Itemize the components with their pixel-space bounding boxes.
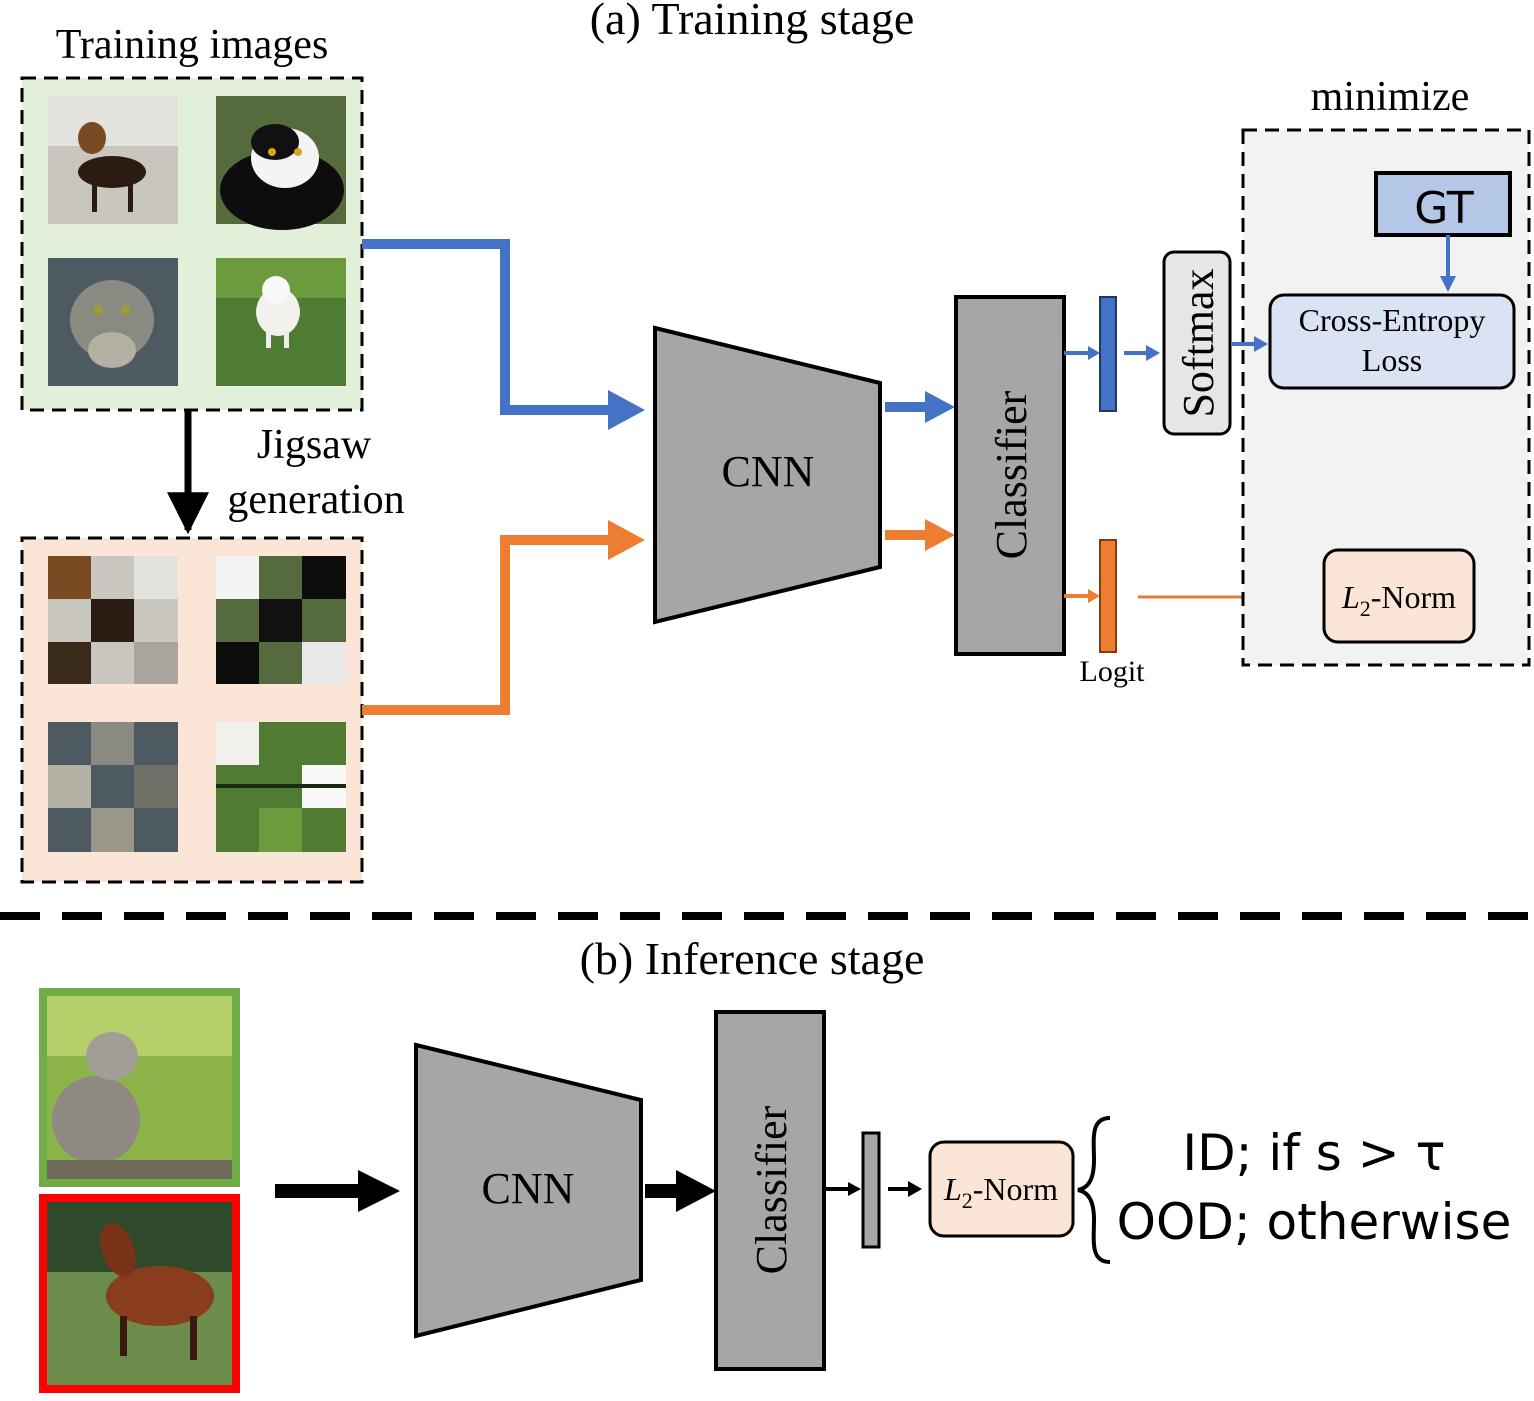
training-cnn-block — [653, 325, 882, 625]
decision-ood-line: OOD; otherwise — [1117, 1193, 1512, 1251]
inference-classifier-label: Classifier — [747, 1105, 796, 1274]
inference-stage-title: (b) Inference stage — [580, 933, 925, 984]
blue-classifier-out-head — [1088, 346, 1100, 360]
training-images-label: Training images — [56, 22, 329, 68]
inference-classifier-out-head — [848, 1182, 861, 1196]
training-cnn-label: CNN — [722, 447, 815, 496]
orange-input-path — [362, 535, 612, 715]
inference-logit-to-norm-head — [908, 1181, 922, 1197]
jigsaw-white-dog-icon — [216, 722, 346, 852]
logit-label: Logit — [1080, 655, 1146, 688]
gt-box — [1374, 171, 1512, 237]
training-classifier-block — [954, 295, 1066, 656]
jigsaw-cat-icon — [216, 556, 346, 684]
jigsaw-tabby-icon — [48, 722, 178, 852]
orange-feature-arrowhead — [925, 519, 955, 551]
white-dog-photo-icon — [216, 258, 346, 386]
softmax-block — [1162, 250, 1232, 436]
blue-input-arrowhead — [608, 390, 645, 430]
jigsaw-dog-icon — [48, 556, 178, 684]
blue-logit-bar — [1099, 296, 1117, 412]
minimize-label: minimize — [1311, 74, 1470, 120]
inference-classifier-block — [714, 1010, 826, 1371]
training-classifier-label: Classifier — [987, 390, 1036, 559]
cat-photo-icon — [216, 96, 346, 230]
gt-label: GT — [1414, 183, 1474, 234]
inference-feature-arrowhead — [676, 1170, 716, 1212]
blue-logit-to-softmax-head — [1146, 345, 1160, 361]
orange-classifier-out-head — [1088, 589, 1100, 603]
decision-id-line: ID; if s > τ — [1182, 1124, 1445, 1182]
inference-logit-bar — [861, 1131, 881, 1249]
inference-input-arrowhead — [358, 1170, 400, 1212]
inference-l2-norm-label: L2-Norm — [943, 1171, 1058, 1213]
orange-input-arrowhead — [608, 520, 645, 560]
jigsaw-label-line2: generation — [227, 477, 404, 523]
inference-cnn-block — [414, 1042, 643, 1339]
horse-photo-icon — [39, 1194, 240, 1393]
jigsaw-label-line1: Jigsaw — [257, 422, 372, 468]
inference-cnn-label: CNN — [482, 1164, 575, 1213]
softmax-to-loss-head — [1254, 336, 1268, 352]
orange-logit-bar — [1099, 539, 1117, 653]
training-stage-title: (a) Training stage — [590, 0, 915, 44]
softmax-label: Softmax — [1174, 268, 1223, 417]
cross-entropy-label-line2: Loss — [1362, 342, 1422, 378]
cross-entropy-label-line1: Cross-Entropy — [1299, 302, 1486, 338]
blue-feature-arrowhead — [925, 391, 955, 423]
gt-to-loss-head — [1440, 276, 1456, 292]
tabby-cat-photo-icon — [48, 258, 178, 386]
decision-brace — [1077, 1116, 1111, 1264]
inference-l2-norm-box — [928, 1140, 1075, 1238]
training-l2-norm-box — [1322, 548, 1476, 644]
kitten-photo-icon — [39, 988, 240, 1187]
cross-entropy-loss-box — [1268, 293, 1516, 390]
training-l2-norm-label: L2-Norm — [1341, 579, 1456, 621]
dog-photo-icon — [48, 96, 178, 224]
blue-input-path — [362, 239, 612, 415]
